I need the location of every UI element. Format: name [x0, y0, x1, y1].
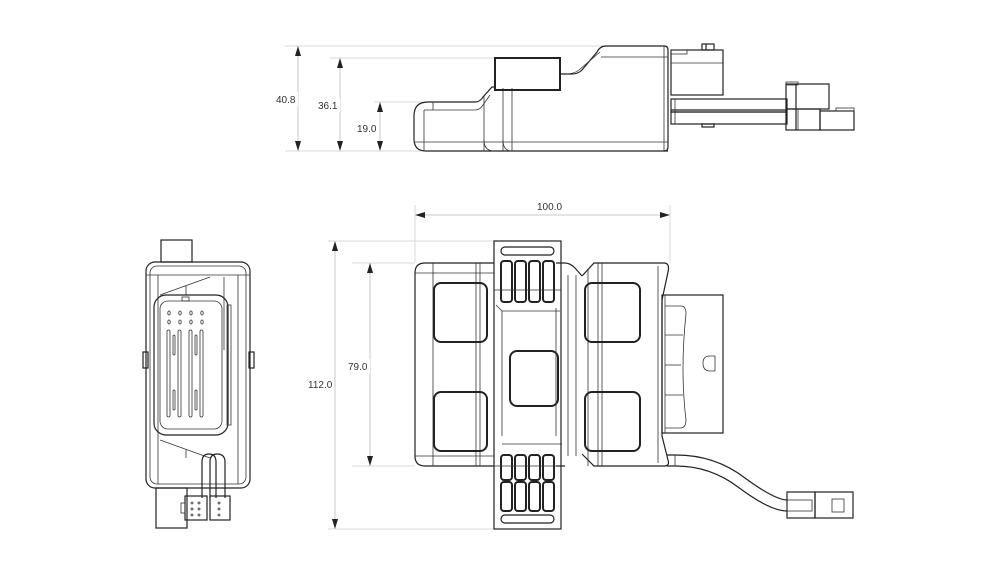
side-view-body	[413, 43, 855, 152]
top-view: 100.0 112.0 79.0	[308, 202, 854, 530]
pad	[584, 391, 641, 452]
dimension-width: 100.0	[415, 202, 670, 218]
dimension-label: 100.0	[537, 202, 562, 213]
pad	[584, 282, 641, 343]
dimension-label: 112.0	[308, 380, 333, 391]
dimension-step-height: 19.0	[355, 102, 383, 151]
dimension-housing-height: 36.1	[316, 58, 343, 151]
dimension-body-length: 79.0	[346, 263, 373, 466]
top-view-strap	[493, 240, 562, 530]
top-view-body	[414, 262, 670, 467]
pad	[433, 391, 488, 452]
end-view-connector-face	[153, 294, 232, 436]
dimension-overall-length: 112.0	[308, 241, 338, 529]
top-view-connector	[661, 294, 724, 434]
connector-pins	[167, 310, 204, 325]
pad	[433, 282, 488, 343]
dimension-overall-height: 40.8	[274, 46, 301, 151]
side-view: 40.8 36.1 19.0	[274, 43, 855, 152]
dimension-label: 79.0	[348, 362, 368, 373]
end-view	[142, 239, 255, 529]
top-view-cable	[667, 454, 854, 519]
dimension-label: 19.0	[357, 124, 377, 135]
dimension-label: 40.8	[276, 95, 296, 106]
plug-pins	[190, 501, 221, 517]
dimension-label: 36.1	[318, 101, 338, 112]
pad	[509, 350, 559, 407]
end-view-top-tab	[160, 239, 193, 263]
